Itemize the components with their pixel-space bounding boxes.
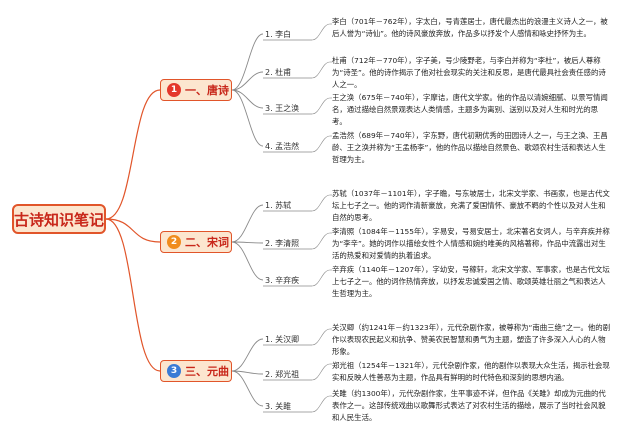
category-label: 二、宋词: [185, 236, 229, 249]
poet-label-du-fu[interactable]: 2. 杜甫: [265, 68, 292, 77]
poet-label-meng-haoran[interactable]: 4. 孟浩然: [265, 142, 300, 151]
poet-description: 辛弃疾（1140年－1207年），字幼安，号稼轩，北宋文学家、军事家，也是古代文…: [332, 265, 610, 298]
connector-line: [105, 218, 161, 372]
category-tang-poetry[interactable]: 1 一、唐诗: [160, 79, 232, 101]
category-yuan-qu[interactable]: 3 三、元曲: [160, 360, 232, 382]
category-label: 一、唐诗: [185, 84, 229, 97]
poet-label-guan-ju[interactable]: 3. 关雎: [265, 402, 292, 411]
connector-line: [231, 89, 264, 109]
poet-description: 李白（701年－762年），字太白，号青莲居士，唐代最杰出的浪漫主义诗人之一，被…: [332, 17, 608, 38]
connector-line: [311, 23, 331, 41]
connector-line: [311, 395, 331, 413]
poet-description: 关汉卿（约1241年－约1323年），元代杂剧作家，被尊称为“南曲三绝”之一。他…: [332, 323, 611, 356]
number-badge-icon: 1: [167, 83, 181, 97]
connector-line: [311, 97, 331, 115]
connector-line: [231, 241, 264, 281]
poet-label-su-shi[interactable]: 1. 苏轼: [265, 201, 292, 210]
connector-line: [311, 328, 331, 346]
connector-line: [105, 89, 161, 220]
root-title: 古诗知识笔记: [14, 210, 105, 229]
poet-label-li-bai[interactable]: 1. 李白: [265, 30, 292, 39]
poet-label-guan-hanqing[interactable]: 1. 关汉卿: [265, 335, 300, 344]
connector-line: [231, 370, 264, 407]
root-node[interactable]: 古诗知识笔记: [12, 204, 106, 234]
poet-description: 李清照（1084年－1155年），字易安，号易安居士，北宋著名女词人，与辛弃疾并…: [332, 227, 610, 260]
connector-line: [105, 218, 161, 243]
category-label: 三、元曲: [185, 365, 229, 378]
connector-line: [231, 338, 264, 372]
connector-line: [311, 194, 331, 212]
poet-label-li-qingzhao[interactable]: 2. 李清照: [265, 239, 300, 248]
category-song-ci[interactable]: 2 二、宋词: [160, 231, 232, 253]
number-badge-icon: 3: [167, 364, 181, 378]
poet-label-wang-zhihuan[interactable]: 3. 王之涣: [265, 104, 300, 113]
connector-line: [231, 370, 264, 375]
poet-description: 苏轼（1037年－1101年），字子瞻，号东坡居士，北宋文学家、书画家，也是古代…: [332, 189, 610, 222]
connector-line: [311, 363, 331, 381]
connector-line: [311, 61, 331, 79]
connector-line: [231, 71, 264, 91]
poet-description: 孟浩然（689年－740年），字东野，唐代初期优秀的田园诗人之一，与王之涣、王昌…: [332, 131, 608, 164]
number-badge-icon: 2: [167, 235, 181, 249]
connector-line: [311, 269, 331, 287]
connector-line: [231, 33, 264, 91]
poet-description: 关雎（约1300年），元代杂剧作家，生平事迹不详，但作品《关雎》却成为元曲的代表…: [332, 389, 606, 422]
connector-line: [231, 241, 264, 244]
connector-line: [311, 135, 331, 153]
connector-line: [231, 89, 264, 147]
connector-line: [311, 232, 331, 250]
poet-description: 王之涣（675年－740年），字摩诘，唐代文学家。他的作品以清婉细腻、以景写情闻…: [332, 93, 608, 126]
poet-description: 郑光祖（1254年－1321年），元代杂剧作家，他的剧作以表现大众生活，揭示社会…: [332, 361, 610, 382]
poet-label-zheng-guangzu[interactable]: 2. 郑光祖: [265, 370, 300, 379]
poet-label-xin-qiji[interactable]: 3. 辛弃疾: [265, 276, 300, 285]
poet-description: 杜甫（712年－770年），字子美，号少陵野老，与李白并称为“李杜”，被后人尊称…: [332, 56, 606, 89]
connector-line: [231, 204, 264, 243]
